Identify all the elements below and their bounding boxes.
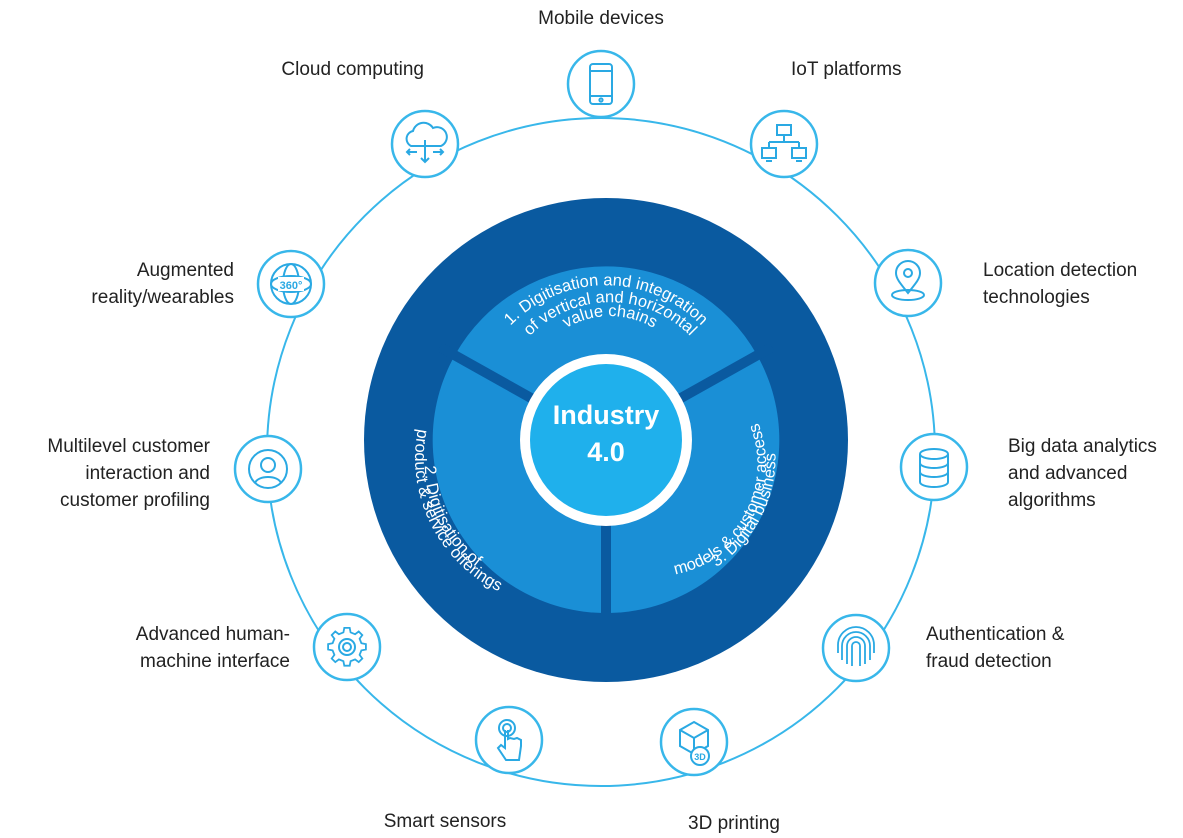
node-iot-platforms (749, 109, 819, 179)
node-authentication (821, 613, 891, 683)
label-3d-printing: 3D printing (688, 813, 780, 834)
360-icon (270, 263, 312, 305)
location-pin-icon (891, 260, 925, 301)
node-mobile-devices (566, 49, 636, 119)
label-big-data: Big data analytics and advanced algorith… (1008, 436, 1157, 511)
node-big-data (899, 432, 969, 502)
node-smart-sensors (474, 705, 544, 775)
360-badge: 360° (280, 280, 303, 292)
touch-hand-icon (496, 719, 522, 761)
node-augmented-reality: 360° (256, 249, 326, 319)
label-iot-platforms: IoT platforms (791, 59, 902, 80)
label-augmented-reality: Augmented reality/wearables (91, 260, 234, 308)
smartphone-icon (589, 63, 613, 105)
node-hmi (312, 612, 382, 682)
label-mobile-devices: Mobile devices (538, 8, 664, 29)
3d-badge: 3D (694, 752, 706, 762)
node-location-detection (873, 248, 943, 318)
node-cloud-computing (390, 109, 460, 179)
node-3d-printing: 3D (659, 707, 729, 777)
core-title-line2: 4.0 (587, 437, 625, 467)
label-cloud-computing: Cloud computing (281, 59, 424, 80)
label-smart-sensors: Smart sensors (383, 811, 507, 832)
gear-icon (327, 626, 367, 667)
technology-nodes: 3D (233, 49, 969, 777)
label-customer-profiling: Multilevel customer interaction and cust… (47, 436, 210, 511)
network-icon (761, 124, 807, 162)
node-customer-profiling (233, 434, 303, 504)
core-title-line1: Industry (553, 400, 660, 430)
label-authentication: Authentication & fraud detection (926, 624, 1065, 672)
cloud-icon (405, 121, 448, 164)
core-circle (530, 364, 682, 516)
user-icon (248, 449, 288, 489)
database-icon (919, 448, 949, 488)
label-hmi: Advanced human- machine interface (135, 624, 290, 672)
3d-cube-icon (679, 720, 710, 766)
label-location-detection: Location detection technologies (983, 260, 1138, 308)
fingerprint-icon (837, 626, 875, 666)
